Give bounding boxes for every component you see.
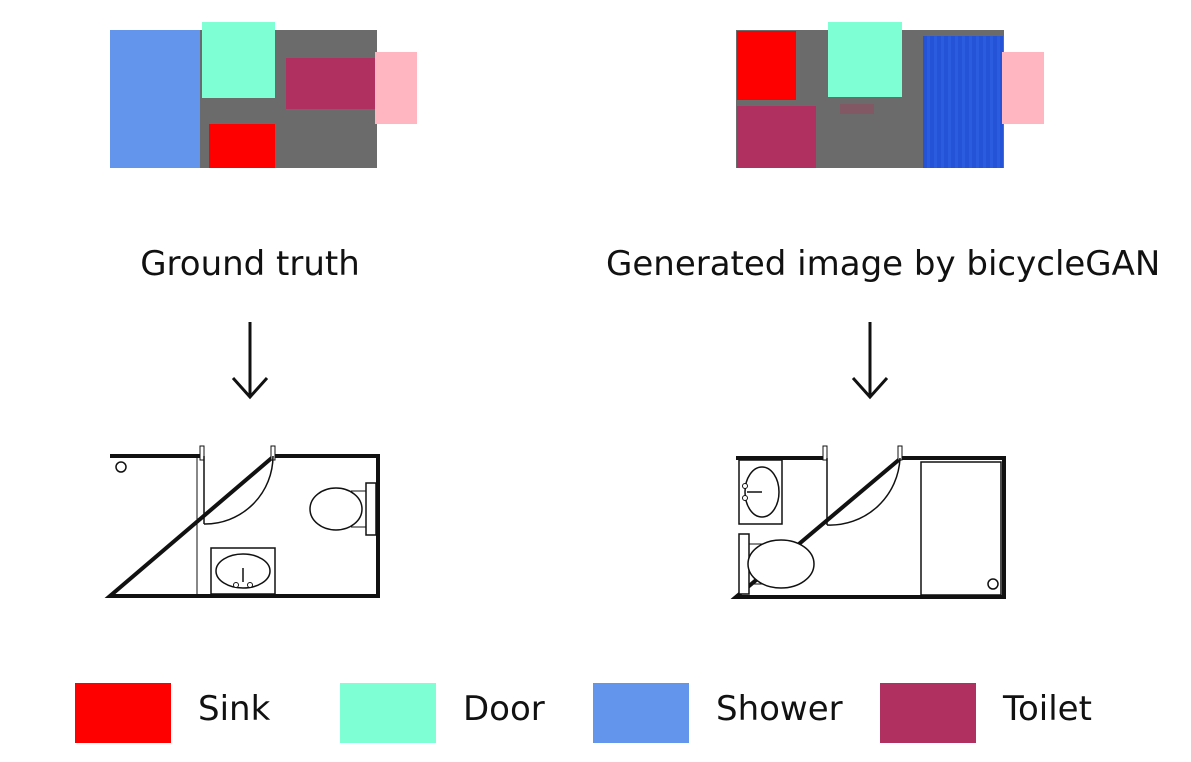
toilet-region [286, 58, 376, 109]
legend-swatch-shower [593, 683, 689, 743]
window-region [1002, 52, 1044, 124]
legend-swatch-sink [75, 683, 171, 743]
legend-label-toilet: Toilet [1003, 689, 1092, 729]
shower-region [110, 30, 200, 168]
ground-truth-semantic-map [110, 22, 417, 168]
legend-swatch-toilet [880, 683, 976, 743]
door-region [202, 22, 275, 98]
sink-region [737, 31, 796, 100]
legend-label-sink: Sink [198, 689, 271, 729]
sink-region [209, 124, 275, 168]
generated-semantic-map [736, 22, 1044, 168]
caption-generated: Generated image by bicycleGAN [606, 244, 1161, 284]
toilet-region [737, 106, 816, 168]
generated-floor-plan [730, 445, 1006, 599]
shower-region [923, 36, 1003, 168]
window-region [375, 52, 417, 124]
legend-swatch-door [340, 683, 436, 743]
legend-label-shower: Shower [716, 689, 843, 729]
door-artifact [840, 104, 874, 114]
down-arrow-icon [231, 322, 269, 400]
down-arrow-icon [851, 322, 889, 400]
caption-ground-truth: Ground truth [140, 244, 360, 284]
legend-label-door: Door [463, 689, 545, 729]
ground-truth-floor-plan [104, 445, 380, 598]
door-region [828, 22, 902, 97]
